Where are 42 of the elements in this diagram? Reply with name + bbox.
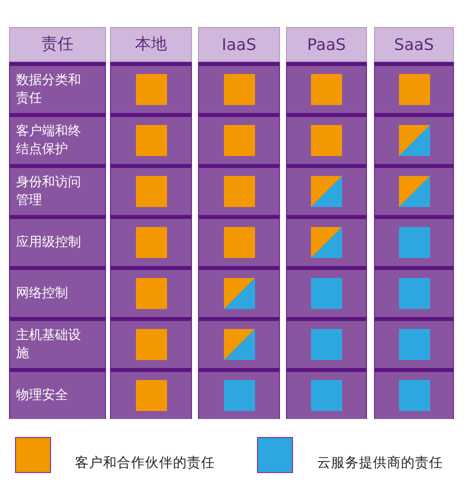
split-square-icon [311,176,342,207]
square-icon [398,74,430,105]
column-header: 本地 [110,27,192,62]
square-icon [311,278,342,309]
square-icon [224,227,254,258]
row-label: 身份和访问管理 [15,174,82,210]
square-icon [224,176,254,207]
square-icon [136,278,166,309]
split-square-icon [224,278,254,309]
square-icon [136,380,166,411]
square-icon [311,329,342,360]
square-icon [136,227,166,258]
row-label: 数据分类和责任 [15,72,82,108]
square-icon [136,74,166,105]
column-header: IaaS [198,27,280,62]
square-icon [311,74,342,105]
square-icon [398,227,430,258]
legend-label: 客户和合作伙伴的责任 [75,454,215,472]
split-square-icon [311,227,342,258]
square-icon [311,380,342,411]
column-header: 责任 [9,27,106,62]
square-icon [398,329,430,360]
column-header: PaaS [286,27,367,62]
row-label: 主机基础设施 [15,326,82,362]
row-label: 应用级控制 [15,234,82,252]
split-square-icon [398,176,430,207]
legend-label: 云服务提供商的责任 [317,454,443,472]
square-icon [398,278,430,309]
square-icon [136,176,166,207]
square-icon [224,380,254,411]
square-icon [136,125,166,156]
column-header: SaaS [374,27,454,62]
square-icon [136,329,166,360]
square-icon [224,125,254,156]
row-label: 物理安全 [15,386,69,404]
square-icon [311,125,342,156]
square-icon [398,380,430,411]
row-label: 网络控制 [15,284,69,302]
split-square-icon [398,125,430,156]
split-square-icon [224,329,254,360]
square-icon [224,74,254,105]
row-label: 客户端和终结点保护 [15,122,82,158]
